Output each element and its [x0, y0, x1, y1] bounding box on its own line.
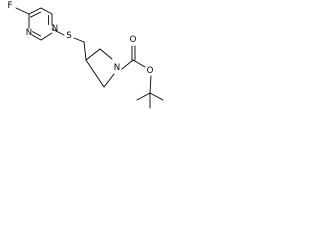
bond — [28, 7, 42, 15]
bond — [136, 92, 151, 101]
sulfur-label: S — [66, 31, 71, 41]
bond — [40, 7, 53, 15]
bond — [73, 37, 85, 43]
oxygen-label: O — [130, 35, 137, 45]
pyrimidine-ring — [28, 7, 53, 41]
bond — [149, 75, 152, 94]
nitrogen-label: N — [114, 63, 120, 73]
bond — [132, 59, 146, 68]
molecule-diagram: F N N S N O O — [8, 1, 164, 109]
bond — [29, 11, 42, 18]
nitrogen-label: N — [26, 28, 32, 38]
bond — [31, 34, 42, 41]
oxygen-label: O — [147, 66, 154, 76]
bond — [15, 7, 30, 15]
boc-group — [121, 45, 164, 109]
bond — [85, 59, 105, 88]
structure-canvas: F N N S N O O — [0, 0, 168, 129]
bond — [99, 48, 113, 60]
pyrrolidine-ring — [85, 48, 115, 88]
bond — [85, 48, 101, 61]
bond — [149, 92, 164, 101]
bond — [51, 28, 65, 36]
bond — [32, 31, 42, 37]
bond — [40, 32, 53, 41]
bond — [121, 59, 134, 70]
bond — [83, 41, 87, 61]
fluorine-label: F — [8, 1, 13, 11]
nitrogen-label: N — [52, 24, 58, 34]
bond — [103, 73, 115, 88]
